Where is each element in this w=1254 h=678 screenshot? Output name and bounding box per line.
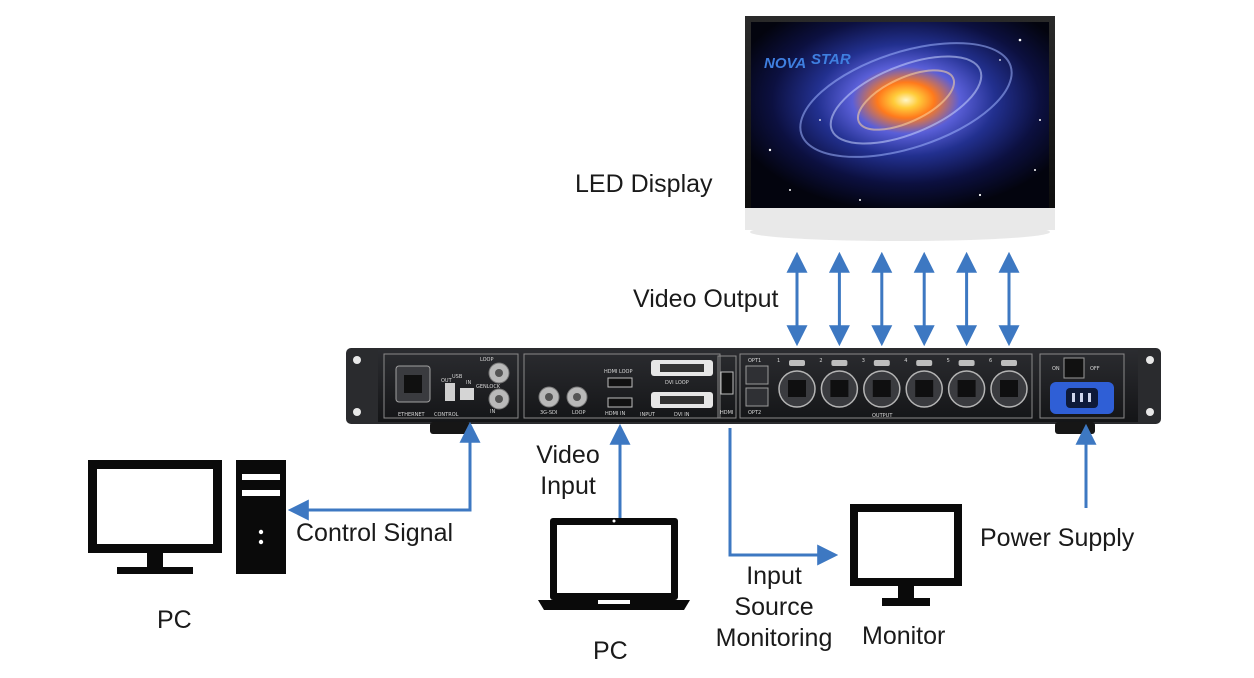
power-supply-label: Power Supply: [980, 524, 1135, 552]
connection-arrows: [287, 421, 1097, 566]
sdi-loop-label: LOOP: [572, 410, 586, 416]
hdmi-in-label: HDMI IN: [605, 411, 625, 417]
galaxy-spiral: [799, 42, 1013, 158]
stars: [768, 38, 1041, 201]
pc-monitor-neck: [147, 553, 163, 567]
output-port-number-1: 1: [777, 358, 780, 364]
video-input-line2: Input: [540, 472, 596, 500]
usb-label: USB: [452, 374, 463, 380]
foot-left: [430, 422, 470, 434]
dvi-loop-label: DVI LOOP: [665, 380, 689, 386]
output-port-number-5: 5: [947, 358, 950, 364]
output-port-2: [820, 360, 859, 408]
ethernet-jack: [404, 375, 422, 393]
opt2-label: OPT2: [748, 410, 761, 416]
input-section: [523, 353, 721, 419]
monitor-neck: [898, 586, 914, 598]
laptop-screen: [557, 525, 671, 593]
input-label: INPUT: [640, 412, 656, 418]
genlock-loop-label: LOOP: [480, 357, 494, 363]
output-port-number-3: 3: [862, 358, 865, 364]
output-port-3: [863, 360, 901, 408]
rack-hole-right-top: [1146, 356, 1154, 364]
galaxy-screen: [751, 22, 1049, 208]
pc-left-label: PC: [157, 606, 192, 634]
video-input-label: Video Input: [522, 440, 614, 502]
usb-out-label: OUT: [441, 378, 453, 384]
pc-tower-bay-1: [242, 474, 280, 480]
desktop-pc-icon: [88, 460, 286, 574]
pc-monitor-screen: [97, 469, 213, 544]
usb-in-label: IN: [466, 380, 471, 386]
ethernet-label: ETHERNET: [398, 412, 426, 418]
switch-off-label: OFF: [1090, 366, 1100, 372]
opt1-port: [745, 365, 769, 385]
switch-on-label: ON: [1052, 366, 1060, 372]
opt1-label: OPT1: [748, 358, 761, 364]
genlock-in-label: IN: [490, 409, 495, 415]
output-port-1: [778, 360, 816, 408]
monitor-label: Monitor: [862, 622, 946, 650]
power-section: [1039, 353, 1125, 419]
foot-right: [1055, 422, 1095, 434]
led-display-label: LED Display: [575, 170, 713, 198]
laptop-base: [538, 600, 690, 610]
video-output-label: Video Output: [633, 285, 779, 313]
rack-hole-left-bottom: [353, 408, 361, 416]
laptop-camera: [612, 519, 616, 523]
power-switch: [1063, 357, 1085, 379]
genlock-label: GENLOCK: [476, 384, 501, 390]
pc-monitor-base: [117, 567, 193, 574]
input-monitoring-line3: Monitoring: [715, 624, 833, 652]
input-monitoring-arrow: [728, 428, 839, 566]
sdi-in-label: 3G-SDI: [540, 410, 557, 416]
usb-in-port: [460, 388, 474, 400]
output-port-number-4: 4: [904, 358, 907, 364]
hdmi-in-port: [607, 397, 633, 408]
output-port-number-6: 6: [989, 358, 992, 364]
display-bottom-bezel: [745, 208, 1055, 230]
opt2-port: [745, 387, 769, 407]
hdmi-loop-port: [607, 377, 633, 388]
usb-out-port: [445, 383, 455, 401]
hdmi-monitor-label: HDMI: [720, 410, 733, 416]
control-signal-label: Control Signal: [296, 519, 454, 547]
pc-tower-bay-2: [242, 490, 280, 496]
input-source-monitoring-label: Input Source Monitoring: [704, 561, 844, 654]
pc-laptop-label: PC: [593, 637, 628, 665]
output-port-6: [990, 360, 1028, 408]
input-monitoring-line2: Source: [734, 593, 814, 621]
monitor-base: [882, 598, 930, 606]
control-section: [383, 353, 519, 419]
rack-hole-right-bottom: [1146, 408, 1154, 416]
logo-star: STAR: [811, 51, 851, 68]
laptop-touchpad: [598, 600, 630, 604]
video-input-line1: Video: [536, 441, 600, 469]
led-display: NOVA STAR: [745, 16, 1055, 241]
rack-hole-left-top: [353, 356, 361, 364]
output-label: OUTPUT: [872, 413, 893, 419]
monitor-icon: [850, 504, 962, 606]
pc-tower-light-1: [258, 529, 264, 535]
pc-tower-light-2: [258, 539, 264, 545]
video-output-arrows: [786, 251, 1020, 347]
control-signal-arrow: [287, 421, 481, 521]
output-section: [739, 353, 1033, 419]
logo-nova: NOVA: [764, 55, 806, 72]
control-label: CONTROL: [434, 412, 459, 418]
controller-device: ETHERNET CONTROL USB OUT IN LOOP IN GENL…: [346, 348, 1161, 434]
hdmi-monitor-port: [720, 371, 734, 395]
input-monitoring-line1: Input: [746, 562, 802, 590]
output-port-5: [947, 360, 986, 408]
laptop-icon: [538, 518, 690, 610]
output-port-number-2: 2: [819, 358, 822, 364]
dvi-in-label: DVI IN: [674, 412, 690, 418]
output-ports: 1 2 3 4 5 6: [777, 358, 1028, 408]
output-port-4: [905, 360, 943, 408]
monitor-screen: [858, 512, 954, 578]
hdmi-monitor-section: [717, 355, 737, 419]
hdmi-loop-label: HDMI LOOP: [604, 369, 632, 375]
